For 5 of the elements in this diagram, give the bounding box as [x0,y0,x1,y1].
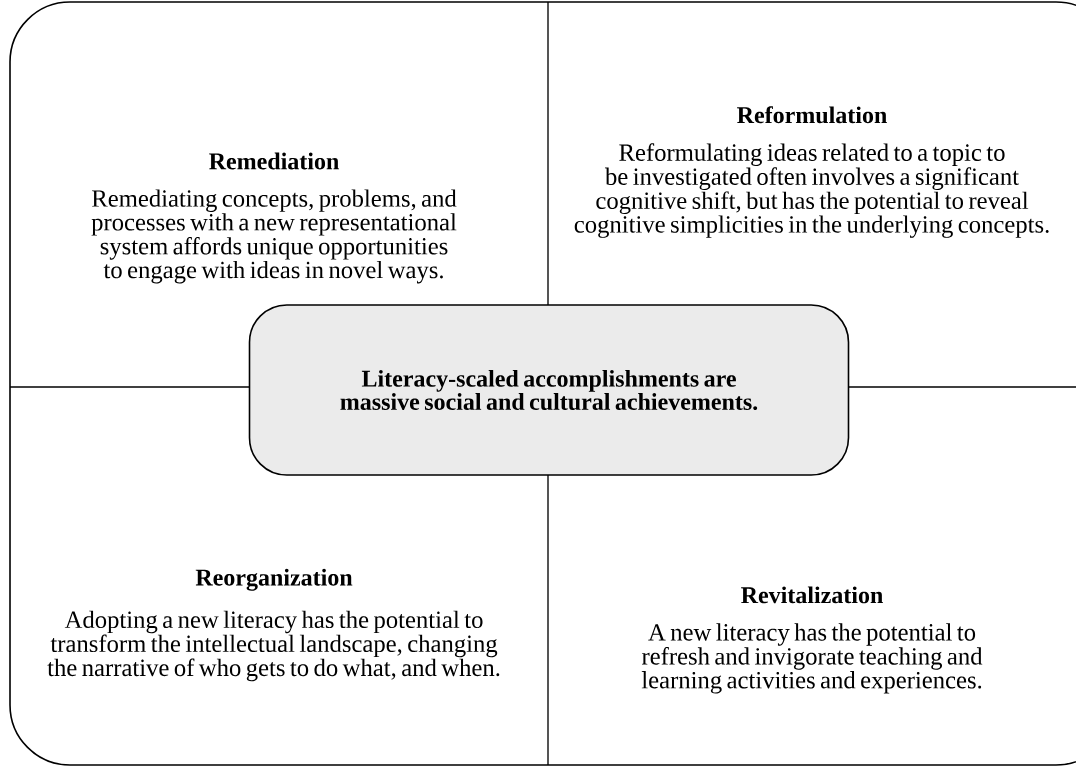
quadrant-text: Reorganization Adopting a new literacy has the potential to transform the intellectual landscape, changing the narrative of who gets to do what, and when. [47,568,500,682]
quadrant-text: Revitalization A new literacy has the potential to refresh and invigorate teaching and learning activities and experiences. [641,586,983,694]
quadrant-text: Remediation Remediating concepts, problems, and processes with a new representational system affords unique opportunities to engage with ideas in novel ways. [91,152,457,284]
quadrant-text: Reformulation Reformulating ideas related to a topic to be investigated often involves a significant cognitive shift, but has the potential to reveal cognitive simplicities in the underlying concepts. [574,106,1049,238]
center-box: Literacy-scaled accomplishments are massive social and cultural achievements. [248,304,850,476]
